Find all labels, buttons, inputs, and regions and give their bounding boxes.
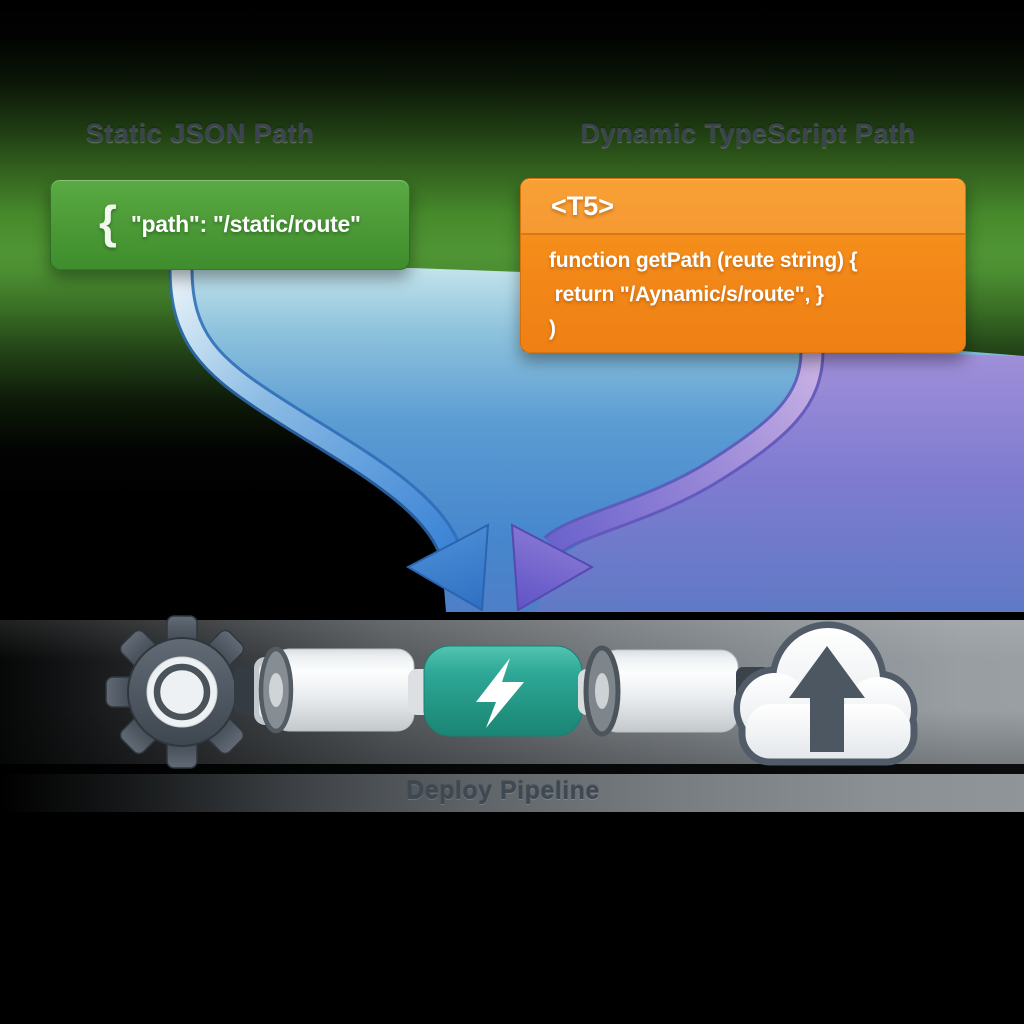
gear-icon	[105, 615, 259, 769]
pipe-segment	[583, 645, 739, 737]
dynamic-typescript-path-title: Dynamic TypeScript Path	[580, 118, 916, 148]
static-json-path-title: Static JSON Path	[85, 118, 315, 148]
typescript-code-box: <T5> function getPath (reute string) { r…	[520, 178, 966, 353]
band-separator-line	[0, 764, 1024, 774]
purple-arrow	[510, 350, 825, 612]
static-json-code-box: { "path": "/static/route"	[50, 179, 410, 270]
code-line: function getPath (reute string) {	[549, 249, 858, 272]
typescript-box-header: <T5>	[521, 179, 965, 235]
lightning-stage	[423, 645, 583, 737]
generic-type-text: <T5>	[551, 190, 615, 221]
lightning-icon	[476, 658, 524, 728]
pipe-segment	[258, 646, 415, 734]
json-brace: {	[99, 195, 117, 248]
json-code-text: "path": "/static/route"	[130, 211, 361, 237]
typescript-box-body: function getPath (reute string) { return…	[521, 235, 965, 346]
label-background-band	[0, 774, 1024, 812]
deploy-pipeline-label: Deploy Pipeline	[406, 777, 600, 805]
code-line: return "/Aynamic/s/route", }	[549, 283, 824, 306]
code-line: )	[549, 317, 556, 340]
blue-arrow	[168, 267, 490, 612]
cloud-upload-icon	[733, 621, 918, 766]
upload-arrow-icon	[789, 646, 865, 752]
funnel-fill-purple	[536, 351, 1024, 612]
